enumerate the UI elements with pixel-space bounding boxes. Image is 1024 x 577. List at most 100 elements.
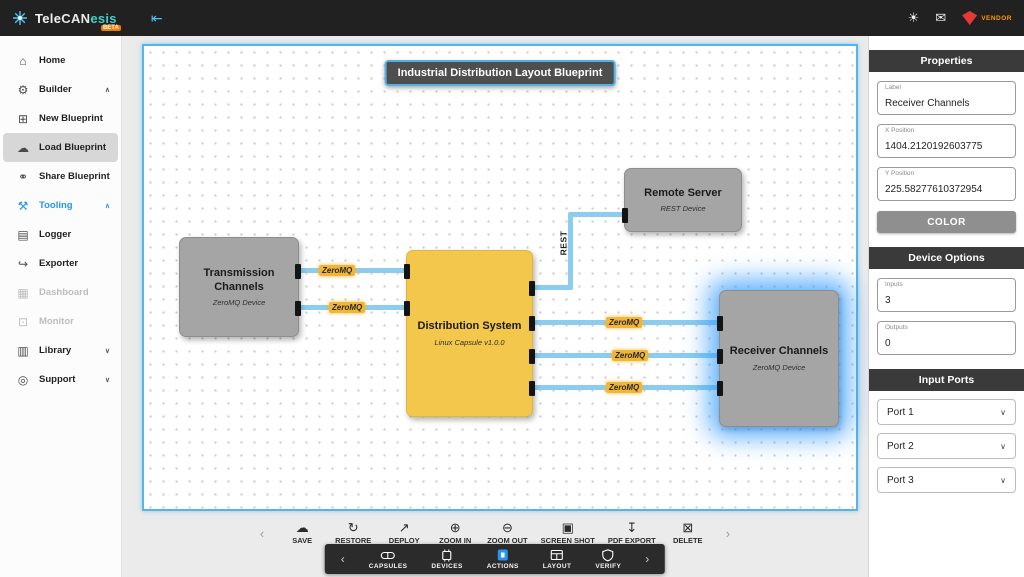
sidebar-item-exporter[interactable]: ↪ Exporter	[3, 249, 118, 278]
pdf-export-button[interactable]: ↧ PDF EXPORT	[608, 521, 656, 546]
properties-panel: Properties Label X Position Y Position C…	[868, 36, 1024, 577]
builder-icon: ⚙	[17, 82, 29, 97]
node-subtitle: ZeroMQ Device	[752, 362, 806, 372]
deploy-button[interactable]: ↗ DEPLOY	[385, 521, 423, 546]
canvas-toolbar: ‹ ☁ SAVE ↻ RESTORE ↗ DEPLOY ⊕ ZOOM IN ⊖ …	[254, 520, 736, 546]
vendor-logo-icon	[962, 11, 978, 25]
input-port[interactable]	[404, 264, 410, 279]
sidebar-item-label: Share Blueprint	[39, 171, 110, 182]
input-port[interactable]	[404, 301, 410, 316]
toolbar-next-icon[interactable]: ›	[725, 525, 731, 541]
sidebar-item-tooling[interactable]: ⚒ Tooling ∧	[3, 191, 118, 220]
logger-icon: ▤	[17, 227, 29, 242]
label-field[interactable]: Label	[877, 81, 1016, 115]
outputs-label: Outputs	[885, 324, 908, 331]
port-3-dropdown[interactable]: Port 3 ∨	[877, 467, 1016, 493]
node-transmission-channels[interactable]: Transmission Channels ZeroMQ Device	[179, 237, 301, 337]
sidebar-item-builder[interactable]: ⚙ Builder ∧	[3, 75, 118, 104]
output-port[interactable]	[529, 349, 535, 364]
outputs-input[interactable]	[885, 338, 1008, 349]
screenshot-label: SCREEN SHOT	[540, 536, 595, 545]
nav-layout[interactable]: LAYOUT	[543, 549, 572, 570]
output-port[interactable]	[295, 301, 301, 316]
sidebar-collapse-icon[interactable]: ⇤	[150, 9, 163, 26]
zoom-out-icon: ⊖	[501, 520, 513, 535]
nav-next-icon[interactable]: ›	[645, 552, 650, 566]
sidebar-item-monitor: ⊡ Monitor	[3, 307, 118, 336]
input-port[interactable]	[717, 349, 723, 364]
sidebar-item-support[interactable]: ◎ Support ∨	[3, 365, 118, 394]
outputs-field[interactable]: Outputs	[877, 321, 1016, 355]
output-port[interactable]	[529, 381, 535, 396]
inputs-input[interactable]	[885, 295, 1008, 306]
theme-toggle-icon[interactable]: ☀	[907, 10, 920, 25]
tooling-icon: ⚒	[17, 198, 29, 213]
actions-icon	[497, 549, 508, 560]
edge-rest-vertical	[568, 214, 573, 290]
home-icon: ⌂	[19, 53, 27, 68]
vendor-menu[interactable]: VENDOR	[962, 11, 1012, 25]
monitor-icon: ⊡	[17, 314, 29, 329]
nav-verify[interactable]: VERIFY	[595, 548, 621, 570]
input-port[interactable]	[717, 381, 723, 396]
sidebar-item-logger[interactable]: ▤ Logger	[3, 220, 118, 249]
nav-devices[interactable]: DEVICES	[431, 549, 462, 570]
y-position-field[interactable]: Y Position	[877, 167, 1016, 201]
chevron-up-icon: ∧	[104, 86, 110, 94]
mail-icon[interactable]: ✉	[935, 10, 947, 25]
y-position-input[interactable]	[885, 184, 1008, 195]
inputs-label: Inputs	[885, 281, 903, 288]
edge-label-zeromq: ZeroMQ	[612, 350, 649, 361]
x-position-input[interactable]	[885, 141, 1008, 152]
blueprint-title-badge[interactable]: Industrial Distribution Layout Blueprint	[384, 60, 616, 86]
sidebar-item-share-blueprint[interactable]: ⚭ Share Blueprint	[3, 162, 118, 191]
nav-actions[interactable]: ACTIONS	[487, 549, 519, 570]
delete-button[interactable]: ⊠ DELETE	[669, 520, 707, 546]
nav-layout-label: LAYOUT	[542, 562, 572, 570]
sidebar-item-home[interactable]: ⌂ Home	[3, 46, 118, 75]
delete-icon: ⊠	[682, 520, 694, 535]
node-remote-server[interactable]: Remote Server REST Device	[622, 168, 742, 232]
verify-icon	[602, 548, 614, 561]
device-options-header: Device Options	[869, 247, 1024, 269]
zoom-in-button[interactable]: ⊕ ZOOM IN	[436, 520, 474, 546]
node-receiver-channels[interactable]: Receiver Channels ZeroMQ Device	[717, 290, 839, 427]
edge-rest-horizontal-upper	[568, 212, 624, 217]
zoom-in-icon: ⊕	[449, 520, 461, 535]
sidebar-item-new-blueprint[interactable]: ⊞ New Blueprint	[3, 104, 118, 133]
sidebar-item-label: Dashboard	[39, 287, 89, 298]
output-port[interactable]	[295, 264, 301, 279]
screenshot-button[interactable]: ▣ SCREEN SHOT	[540, 521, 595, 546]
nav-capsules[interactable]: CAPSULES	[369, 549, 408, 570]
nav-actions-label: ACTIONS	[486, 562, 519, 570]
sidebar-item-label: Builder	[39, 84, 72, 95]
port-1-dropdown[interactable]: Port 1 ∨	[877, 399, 1016, 425]
chevron-down-icon: ∨	[104, 347, 110, 355]
edge-label-zeromq: ZeroMQ	[319, 265, 356, 276]
sidebar-item-library[interactable]: ▥ Library ∨	[3, 336, 118, 365]
inputs-field[interactable]: Inputs	[877, 278, 1016, 312]
share-blueprint-icon: ⚭	[17, 169, 29, 184]
restore-icon: ↻	[347, 520, 359, 535]
brand-name: TeleCANesis	[35, 10, 117, 26]
save-button[interactable]: ☁ SAVE	[283, 521, 321, 546]
input-port[interactable]	[622, 208, 628, 223]
output-port[interactable]	[529, 316, 535, 331]
input-ports-header: Input Ports	[869, 369, 1024, 391]
chevron-down-icon: ∨	[104, 376, 110, 384]
color-button[interactable]: COLOR	[877, 211, 1016, 233]
x-position-field[interactable]: X Position	[877, 124, 1016, 158]
brand-logo-icon	[13, 11, 27, 25]
edge-label-zeromq: ZeroMQ	[329, 302, 366, 313]
output-port[interactable]	[529, 281, 535, 296]
node-distribution-system[interactable]: Distribution System Linux Capsule v1.0.0	[404, 250, 535, 417]
label-input[interactable]	[885, 98, 1008, 109]
restore-button[interactable]: ↻ RESTORE	[334, 520, 372, 546]
blueprint-canvas[interactable]: Industrial Distribution Layout Blueprint…	[142, 44, 858, 511]
port-2-dropdown[interactable]: Port 2 ∨	[877, 433, 1016, 459]
zoom-out-button[interactable]: ⊖ ZOOM OUT	[487, 520, 527, 546]
nav-prev-icon[interactable]: ‹	[340, 552, 345, 566]
toolbar-prev-icon[interactable]: ‹	[259, 525, 265, 541]
sidebar-item-load-blueprint[interactable]: ☁ Load Blueprint	[3, 133, 118, 162]
input-port[interactable]	[717, 316, 723, 331]
